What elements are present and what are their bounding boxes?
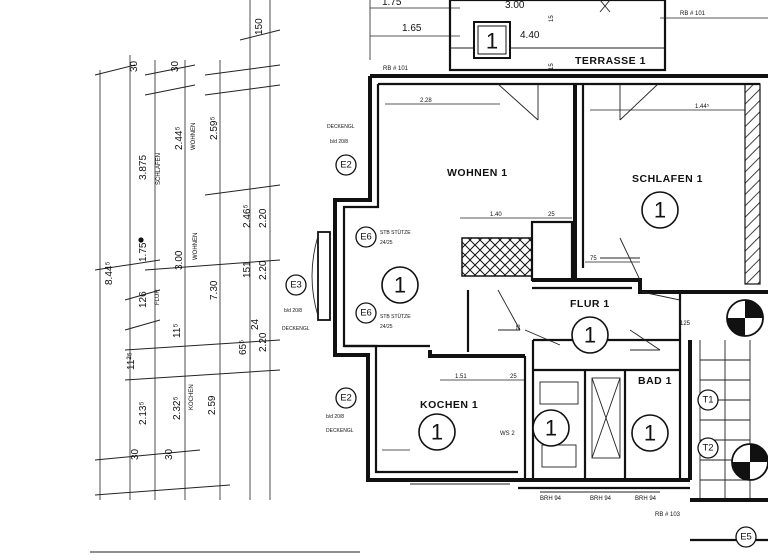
dim-left-30d: 30 (164, 448, 175, 460)
dim-left-wohnen-2: WOHNEN (193, 233, 199, 260)
dim-left-126: 126 (138, 291, 149, 308)
note-stb-size-top: 24/25 (380, 240, 393, 246)
room-label-terrasse: TERRASSE 1 (575, 55, 646, 67)
left-dimension-chains: 150 30 30 2.44⁵ 2.59⁵ 3.875 SCHLAFEN WOH… (94, 0, 281, 500)
dim-left-3875: 3.875 (138, 155, 149, 180)
tag-e3: E3 (290, 280, 302, 291)
unit-circle-schlafen: 1 (654, 198, 666, 223)
unit-circle-wc: 1 (545, 416, 557, 441)
dim-left-kochen: KOCHEN (189, 384, 195, 410)
top-rb-note: RB # 101 (383, 66, 409, 72)
dim-left-2595: 2.59⁵ (209, 116, 220, 140)
dim-left-2445: 2.44⁵ (174, 126, 185, 150)
room-label-schlafen: SCHLAFEN 1 (632, 173, 703, 185)
dim-left-30a: 30 (129, 60, 140, 72)
room-label-wohnen: WOHNEN 1 (447, 167, 508, 179)
unit-circle-bad: 1 (644, 421, 656, 446)
dim-left-2465: 2.46⁵ (242, 204, 253, 228)
dim-bottom-brh-3: BRH 94 (635, 496, 657, 502)
unit-circle-kochen: 1 (431, 420, 443, 445)
dim-left-30b: 30 (170, 60, 181, 72)
dim-top-300: 3.00 (505, 0, 525, 11)
dim-schlafen-1445: 1.44⁵ (695, 103, 710, 110)
dim-bottom-brh-1: BRH 94 (540, 496, 562, 502)
chimney-block (461, 237, 533, 277)
dim-left-259: 2.59 (207, 395, 218, 415)
dim-left-schlafen: SCHLAFEN (156, 153, 162, 185)
dim-left-30c: 30 (130, 448, 141, 460)
dim-left-151: 151 (242, 261, 253, 278)
unit-number-top: 1 (486, 29, 498, 54)
note-deckengl-bottom: DECKENGL (326, 428, 354, 434)
walls (311, 74, 768, 542)
tag-e2-top: E2 (340, 160, 352, 171)
room-labels: WOHNEN 1 SCHLAFEN 1 FLUR 1 KOCHEN 1 BAD … (420, 167, 703, 411)
unit-number-box (473, 21, 511, 59)
room-label-bad: BAD 1 (638, 375, 672, 387)
top-area: 1.75 1.65 3.00 4.40 15 15 1 TERRASSE 1 R… (369, 0, 768, 72)
dim-left-8445: 8.44⁵ (104, 261, 115, 285)
dim-left-2135: 2.13⁵ (138, 401, 149, 425)
unit-circle-flur: 1 (584, 323, 596, 348)
note-bd-mid: b/d 20/8 (284, 308, 302, 314)
dim-bottom-rb: RB # 103 (655, 512, 681, 518)
tag-e5: E5 (740, 532, 752, 543)
dim-top-175: 1.75 (382, 0, 402, 8)
right-wall-hatch (744, 83, 761, 285)
note-stb-size-bottom: 24/25 (380, 324, 393, 330)
tag-t1: T1 (702, 395, 713, 406)
dim-wohnen-25: 25 (548, 212, 555, 218)
dot-marker (138, 237, 144, 243)
dim-left-1125: 11²⁵ (126, 352, 137, 370)
dim-left-220c: 2.20 (258, 332, 269, 352)
interior-dimensions: 2.28 1.44⁵ 1.40 25 75 125 1.51 25 WS 2 B… (382, 98, 745, 518)
dim-wohnen-140: 1.40 (490, 212, 502, 218)
element-tags: E2 DECKENGL b/d 20/8 E6 STB STÜTZE 24/25… (282, 124, 757, 548)
note-deckengl-mid: DECKENGL (282, 326, 310, 332)
note-deckengl-top: DECKENGL (327, 124, 355, 130)
dim-top-15b: 15 (549, 63, 555, 70)
dim-kochen-151: 1.51 (455, 374, 467, 380)
column-markers (726, 299, 768, 481)
unit-circle-wohnen: 1 (394, 273, 406, 298)
top-right-note: RB # 101 (680, 11, 706, 17)
tag-e6-bottom: E6 (360, 308, 372, 319)
dim-top-440: 4.40 (520, 30, 540, 41)
dim-kochen-ws: WS 2 (500, 431, 515, 437)
dim-left-2325: 2.32⁵ (172, 396, 183, 420)
dim-left-24: 24 (250, 318, 261, 330)
tag-e2-bottom: E2 (340, 393, 352, 404)
terrasse-outline (448, 0, 667, 72)
dim-left-175: 1.75 (138, 242, 149, 262)
dim-left-655: 65⁵ (238, 340, 249, 355)
note-stb-bottom: STB STÜTZE (380, 313, 411, 320)
dim-bottom-brh-2: BRH 94 (590, 496, 612, 502)
dim-kochen-rot: 25 (516, 324, 522, 330)
bay-window (317, 231, 331, 321)
unit-circles: 1 1 1 1 1 1 (381, 191, 679, 452)
tag-t2: T2 (702, 443, 713, 454)
dim-top-165: 1.65 (402, 23, 422, 34)
dim-kochen-25: 25 (510, 374, 517, 380)
dim-left-flur: FLUR (155, 289, 161, 305)
dim-left-220b: 2.20 (258, 260, 269, 280)
note-bd-top: b/d 20/8 (330, 139, 348, 145)
tag-e6-top: E6 (360, 232, 372, 243)
dim-flur-125: 125 (680, 321, 691, 327)
dim-left-300: 3.00 (174, 250, 185, 270)
dim-wohnen-228: 2.28 (420, 98, 432, 104)
dim-left-150: 150 (254, 18, 265, 35)
note-bd-bottom: b/d 20/8 (326, 414, 344, 420)
room-label-kochen: KOCHEN 1 (420, 399, 478, 411)
dim-left-wohnen: WOHNEN (191, 123, 197, 150)
note-stb-top: STB STÜTZE (380, 229, 411, 236)
dim-flur-75: 75 (590, 256, 597, 262)
dim-left-730: 7.30 (209, 280, 220, 300)
room-label-flur: FLUR 1 (570, 298, 610, 310)
dim-left-115: 11⁵ (172, 323, 183, 338)
dim-top-15: 15 (549, 15, 555, 22)
dim-left-220a: 2.20 (258, 208, 269, 228)
